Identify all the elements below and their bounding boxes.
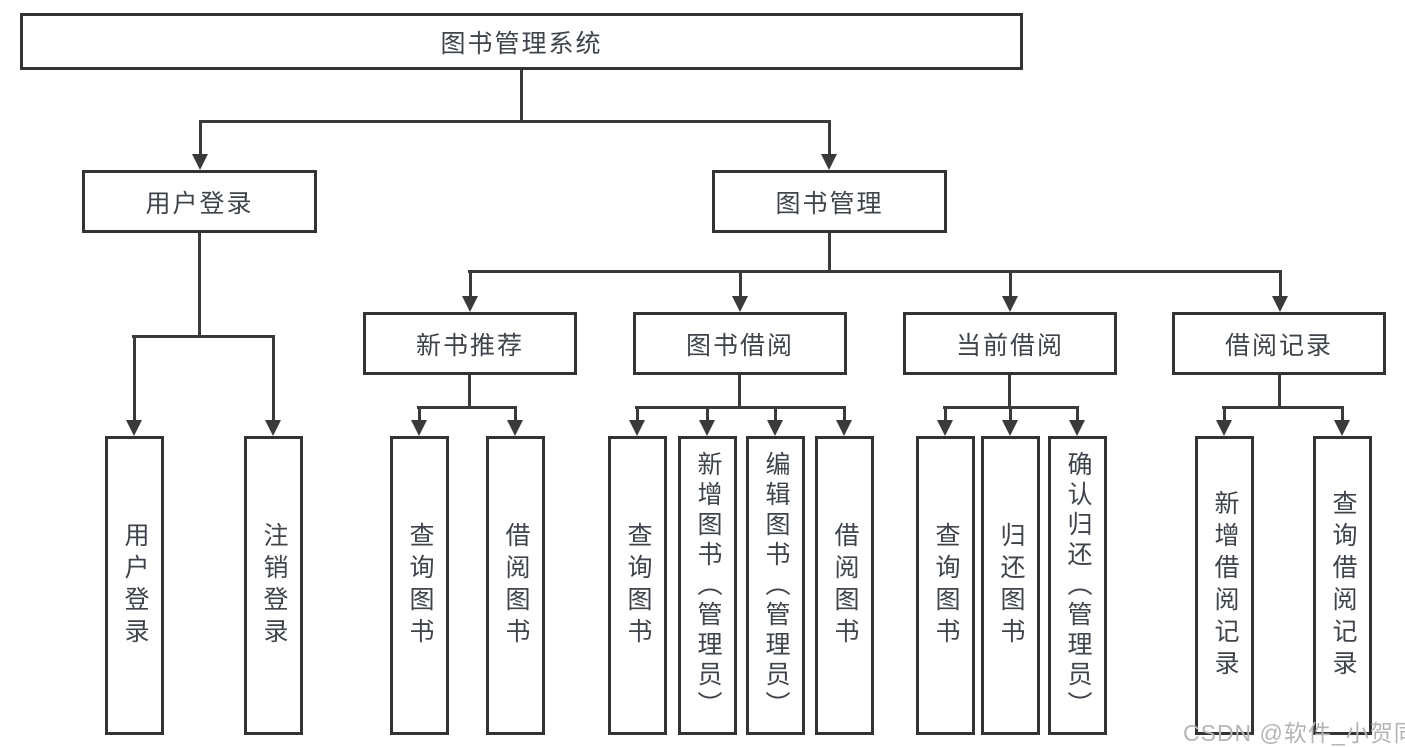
node-user-login: 用户登录 bbox=[82, 170, 317, 233]
leaf-label: 注销登录 bbox=[260, 521, 288, 650]
connector-arrow bbox=[265, 335, 281, 436]
connector-line bbox=[199, 120, 831, 123]
connector-arrow bbox=[767, 406, 783, 436]
connector-line bbox=[738, 375, 741, 407]
leaf-cb-confirm-return-admin: 确认归还（管理员） bbox=[1048, 436, 1107, 735]
leaf-nbr-query-books: 查询图书 bbox=[390, 436, 449, 735]
connector-line bbox=[520, 70, 523, 121]
leaf-label: 查询图书 bbox=[624, 521, 652, 650]
connector-arrow bbox=[629, 406, 645, 436]
leaf-nbr-borrow-books: 借阅图书 bbox=[486, 436, 545, 735]
node-current-borrowing: 当前借阅 bbox=[903, 312, 1117, 375]
leaf-bb-query-books: 查询图书 bbox=[608, 436, 667, 735]
node-label: 图书管理系统 bbox=[440, 29, 603, 58]
connector-arrow bbox=[1272, 270, 1288, 312]
leaf-user-login: 用户登录 bbox=[105, 436, 164, 735]
connector-line bbox=[1222, 406, 1344, 409]
node-label: 当前借阅 bbox=[955, 331, 1064, 360]
leaf-cb-return-books: 归还图书 bbox=[981, 436, 1040, 735]
connector-arrow bbox=[732, 270, 748, 312]
leaf-label: 新增借阅记录 bbox=[1211, 489, 1239, 682]
leaf-logout: 注销登录 bbox=[244, 436, 303, 735]
leaf-label: 归还图书 bbox=[997, 521, 1025, 650]
connector-arrow bbox=[126, 335, 142, 436]
connector-line bbox=[132, 335, 275, 338]
connector-line bbox=[417, 406, 517, 409]
node-label: 图书管理 bbox=[775, 189, 884, 218]
connector-arrow bbox=[937, 406, 953, 436]
leaf-label: 借阅图书 bbox=[502, 521, 530, 650]
connector-arrow bbox=[411, 406, 427, 436]
leaf-br-add-record: 新增借阅记录 bbox=[1195, 436, 1254, 735]
node-book-borrowing: 图书借阅 bbox=[633, 312, 847, 375]
node-borrowing-records: 借阅记录 bbox=[1172, 312, 1386, 375]
connector-arrow bbox=[462, 270, 478, 312]
connector-line bbox=[468, 375, 471, 407]
connector-line bbox=[828, 233, 831, 271]
leaf-bb-borrow-books: 借阅图书 bbox=[815, 436, 874, 735]
connector-line bbox=[1008, 375, 1011, 407]
leaf-bb-edit-books-admin: 编辑图书（管理员） bbox=[746, 436, 805, 735]
leaf-br-query-record: 查询借阅记录 bbox=[1313, 436, 1372, 735]
leaf-label: 用户登录 bbox=[121, 521, 149, 650]
connector-line bbox=[198, 233, 201, 336]
csdn-watermark: CSDN @软件_小贺同学 bbox=[1183, 720, 1405, 746]
node-new-book-recommend: 新书推荐 bbox=[363, 312, 577, 375]
leaf-label: 新增图书（管理员） bbox=[694, 450, 722, 721]
connector-line bbox=[468, 270, 1282, 273]
node-label: 图书借阅 bbox=[685, 331, 794, 360]
connector-arrow bbox=[821, 120, 837, 170]
leaf-label: 查询借阅记录 bbox=[1329, 489, 1357, 682]
leaf-label: 确认归还（管理员） bbox=[1064, 450, 1092, 721]
node-label: 借阅记录 bbox=[1224, 331, 1333, 360]
connector-arrow bbox=[1334, 406, 1350, 436]
connector-arrow bbox=[1002, 406, 1018, 436]
connector-line bbox=[635, 406, 846, 409]
connector-arrow bbox=[699, 406, 715, 436]
leaf-label: 查询图书 bbox=[406, 521, 434, 650]
connector-arrow bbox=[1069, 406, 1085, 436]
node-label: 用户登录 bbox=[145, 189, 254, 218]
connector-arrow bbox=[1002, 270, 1018, 312]
leaf-bb-add-books-admin: 新增图书（管理员） bbox=[678, 436, 737, 735]
node-label: 新书推荐 bbox=[415, 331, 524, 360]
connector-arrow bbox=[192, 120, 208, 170]
connector-arrow bbox=[1216, 406, 1232, 436]
connector-line bbox=[1278, 375, 1281, 407]
connector-arrow bbox=[507, 406, 523, 436]
leaf-label: 借阅图书 bbox=[831, 521, 859, 650]
leaf-label: 编辑图书（管理员） bbox=[762, 450, 790, 721]
node-library-management-system: 图书管理系统 bbox=[20, 13, 1023, 70]
connector-arrow bbox=[836, 406, 852, 436]
leaf-label: 查询图书 bbox=[932, 521, 960, 650]
node-book-management: 图书管理 bbox=[712, 170, 947, 233]
leaf-cb-query-books: 查询图书 bbox=[916, 436, 975, 735]
